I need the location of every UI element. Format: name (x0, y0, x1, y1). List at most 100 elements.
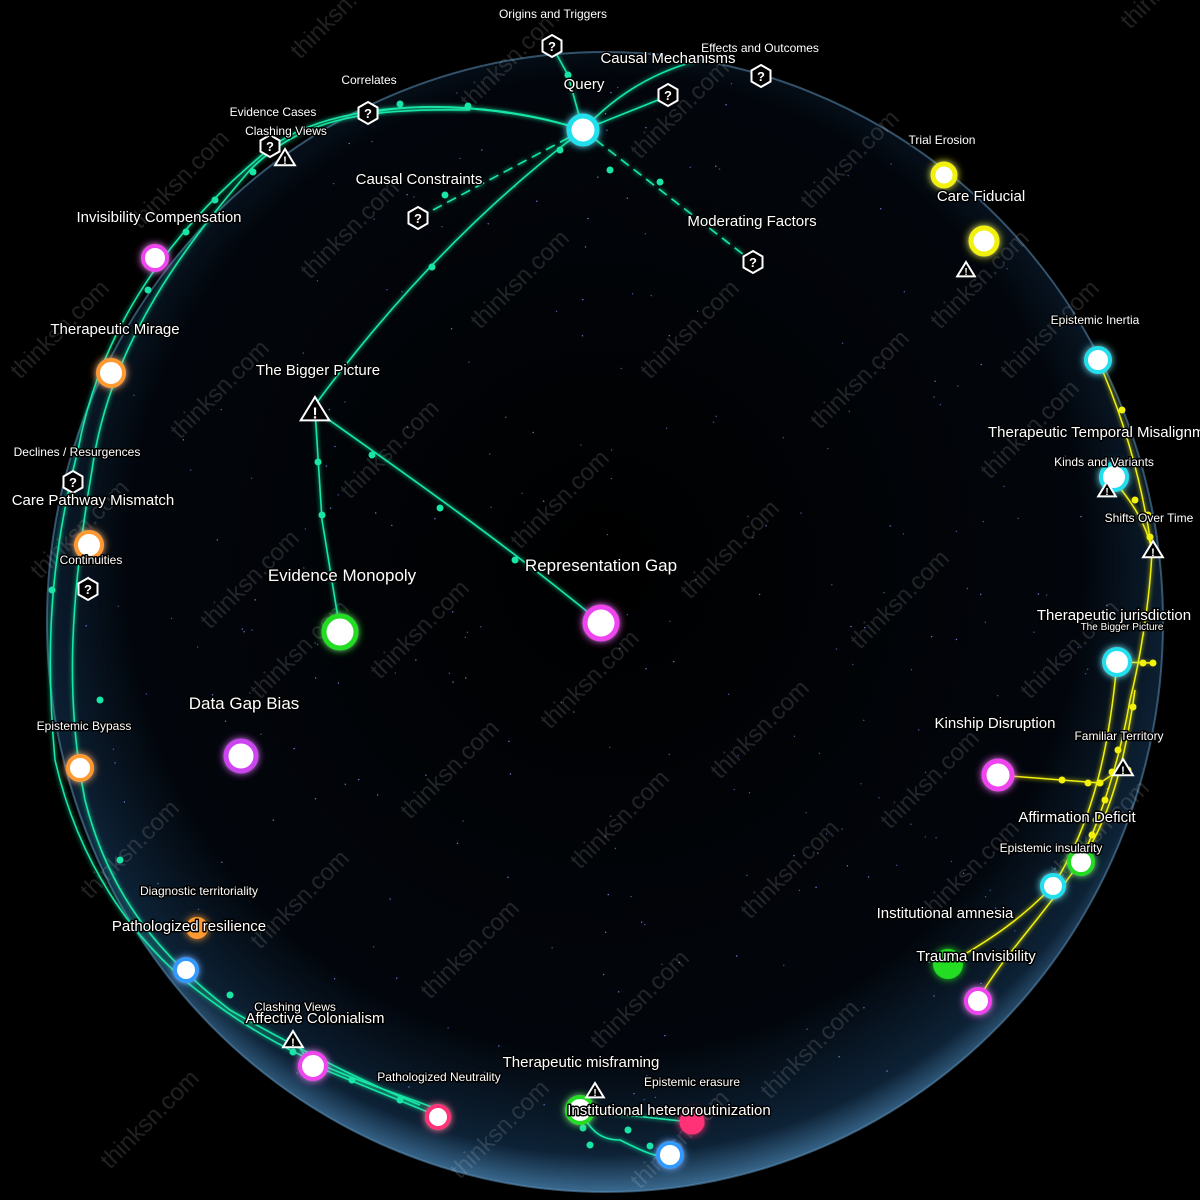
star (1006, 268, 1008, 270)
star (847, 175, 849, 177)
star (725, 104, 727, 106)
star (532, 431, 534, 434)
trial-erosion-node[interactable] (930, 161, 958, 189)
edge-bead (396, 100, 404, 108)
star (617, 86, 619, 89)
warning-triangle-icon[interactable]: ! (955, 260, 977, 278)
care-pathway-mismatch-node[interactable] (74, 530, 104, 560)
warning-triangle-icon[interactable]: ! (281, 1029, 305, 1049)
star (508, 740, 510, 743)
warning-triangle-icon[interactable]: ! (1141, 539, 1165, 559)
star (551, 947, 553, 949)
star (182, 439, 185, 441)
trauma-invisibility-node[interactable] (933, 949, 963, 979)
star (604, 931, 607, 934)
representation-gap-node[interactable] (582, 604, 620, 642)
star (555, 310, 558, 313)
epistemic-bypass-node[interactable] (66, 754, 94, 782)
edge-bead (48, 586, 56, 594)
star (589, 1057, 591, 1059)
star (216, 539, 218, 541)
star (386, 289, 388, 291)
therapeutic-jurisdiction-node[interactable] (1102, 647, 1132, 677)
star (896, 864, 898, 866)
star (841, 828, 843, 830)
label-query[interactable]: Query (562, 75, 606, 95)
edge-bigger-representation (314, 409, 601, 623)
data-gap-bias-node[interactable] (223, 738, 259, 774)
pathologized-resilience-node[interactable] (186, 917, 208, 939)
label-bigger-picture-right: The Bigger Picture (1081, 622, 1164, 633)
svg-text:!: ! (283, 155, 287, 167)
star (930, 635, 933, 638)
star (465, 677, 467, 679)
warning-triangle-icon[interactable]: ! (584, 1081, 606, 1099)
edge-query-correlates (367, 106, 584, 131)
query-node[interactable] (566, 113, 600, 147)
affirmation-deficit-node[interactable] (1067, 848, 1095, 876)
epistemic-erasure-node[interactable] (679, 1109, 705, 1135)
invisibility-compensation-node[interactable] (141, 244, 169, 272)
star (998, 433, 1000, 435)
institutional-amnesia-node[interactable] (964, 987, 992, 1015)
question-hexagon-icon[interactable]: ? (62, 469, 84, 495)
svg-text:!: ! (964, 267, 967, 278)
question-hexagon-icon[interactable]: ? (259, 133, 281, 159)
warning-triangle-icon[interactable]: ! (1111, 757, 1135, 777)
pathologized-neutrality-node[interactable] (425, 1104, 451, 1130)
epistemic-inertia-node[interactable] (1084, 346, 1112, 374)
label-bigger-picture: The Bigger Picture (256, 362, 380, 379)
diagnostic-territoriality-node[interactable] (173, 957, 199, 983)
star (928, 961, 930, 963)
question-hexagon-icon[interactable]: ? (357, 100, 379, 126)
question-hexagon-icon[interactable]: ? (657, 82, 679, 108)
edge-bead (608, 1104, 616, 1112)
star (783, 964, 785, 966)
svg-text:!: ! (312, 405, 317, 422)
edge-bead (1118, 406, 1126, 414)
question-hexagon-icon[interactable]: ? (750, 63, 772, 89)
epistemic-insularity-node[interactable] (1040, 873, 1066, 899)
label-pathologized-neutrality: Pathologized Neutrality (377, 1070, 500, 1084)
warning-triangle-icon[interactable]: ! (298, 395, 332, 422)
edge-bead (1084, 779, 1092, 787)
edge-query-moderating (582, 129, 754, 263)
star (543, 1104, 545, 1106)
question-hexagon-icon[interactable]: ? (541, 33, 563, 59)
star (582, 298, 584, 301)
star (715, 415, 717, 418)
star (1003, 485, 1005, 488)
edge-bead (646, 1142, 654, 1150)
star (805, 811, 807, 814)
star (609, 746, 611, 749)
star (581, 335, 584, 337)
star (689, 166, 691, 169)
question-hexagon-icon[interactable]: ? (407, 205, 429, 231)
star (957, 385, 959, 387)
star (507, 876, 509, 879)
warning-triangle-icon[interactable]: ! (273, 147, 297, 167)
edge-bead (1149, 659, 1157, 667)
star (1109, 516, 1111, 519)
therapeutic-mirage-node[interactable] (96, 358, 126, 388)
institutional-heteroroutinization-node[interactable] (656, 1141, 684, 1169)
star (1054, 868, 1056, 870)
question-hexagon-icon[interactable]: ? (742, 249, 764, 275)
star (962, 872, 965, 875)
star (806, 1028, 808, 1030)
question-hexagon-icon[interactable]: ? (77, 576, 99, 602)
star (712, 421, 715, 423)
edge-bead (436, 504, 444, 512)
star (852, 663, 854, 666)
star (406, 426, 409, 428)
star (645, 668, 647, 670)
therapeutic-misframing-node[interactable] (565, 1095, 595, 1125)
label-care-pathway-mismatch: Care Pathway Mismatch (12, 492, 175, 509)
warning-triangle-icon[interactable]: ! (1096, 480, 1118, 498)
care-fiducial-node[interactable] (968, 225, 1000, 257)
evidence-monopoly-node[interactable] (321, 613, 359, 651)
kinship-disruption-node[interactable] (981, 758, 1015, 792)
affective-colonialism-node[interactable] (298, 1051, 328, 1081)
edge-bead (464, 102, 472, 110)
